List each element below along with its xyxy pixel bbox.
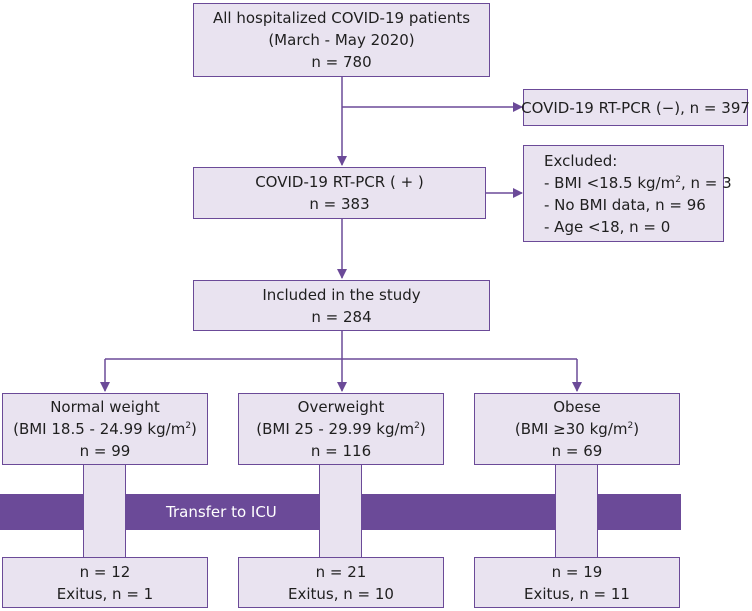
obese-bmi-sup: 2 [627,421,634,431]
overweight-outcome-icu: n = 21 [315,562,367,581]
obese-box: Obese (BMI ≥30 kg/m2) n = 69 [474,393,680,465]
obese-count: n = 69 [551,442,603,460]
all-patients-period: (March - May 2020) [268,31,415,49]
overweight-box: Overweight (BMI 25 - 29.99 kg/m2) n = 11… [238,393,444,465]
excluded-bmi-suffix: , n = 3 [680,173,732,192]
obese-title: Obese [553,398,601,416]
excluded-box: Excluded: - BMI <18.5 kg/m2, n = 3 - No … [523,145,732,242]
obese-outcome-icu: n = 19 [551,562,603,581]
all-patients-title: All hospitalized COVID-19 patients [212,9,471,27]
obese-bmi: (BMI ≥30 kg/m2) [515,418,639,440]
normal-weight-count: n = 99 [79,442,131,460]
overweight-title: Overweight [297,398,385,416]
obese-outcome-box: n = 19 Exitus, n = 11 [474,557,680,608]
included-count: n = 284 [311,307,372,326]
pcr-positive-title: COVID-19 RT-PCR ( + ) [255,173,424,191]
overweight-bmi-sup: 2 [414,421,420,431]
excluded-bmi: - BMI <18.5 kg/m2, n = 3 [544,172,732,194]
overweight-outcome-exitus: Exitus, n = 10 [288,584,394,603]
obese-stem [555,464,598,558]
overweight-stem [319,464,362,558]
normal-outcome-icu: n = 12 [79,562,131,581]
included-box: Included in the study n = 284 [193,280,490,331]
normal-weight-bmi-sup: 2 [185,421,192,431]
excluded-no-bmi: - No BMI data, n = 96 [544,195,706,214]
overweight-outcome-box: n = 21 Exitus, n = 10 [238,557,444,608]
normal-outcome-box: n = 12 Exitus, n = 1 [2,557,208,608]
pcr-positive-box: COVID-19 RT-PCR ( + ) n = 383 [193,167,486,219]
all-patients-box: All hospitalized COVID-19 patients (Marc… [193,3,490,77]
all-patients-count: n = 780 [311,53,372,71]
normal-stem [83,464,126,558]
normal-weight-bmi-suffix: ) [191,420,197,438]
overweight-bmi-suffix: ) [419,420,426,438]
obese-bmi-prefix: (BMI ≥30 kg/m [514,420,628,438]
icu-transfer-label: Transfer to ICU [166,503,277,521]
excluded-bmi-prefix: - BMI <18.5 kg/m [544,173,676,192]
overweight-bmi: (BMI 25 - 29.99 kg/m2) [256,418,426,440]
normal-weight-bmi-prefix: (BMI 18.5 - 24.99 kg/m [13,420,186,438]
excluded-title: Excluded: [544,151,618,170]
obese-bmi-suffix: ) [633,420,640,438]
overweight-bmi-prefix: (BMI 25 - 29.99 kg/m [256,420,415,438]
excluded-age: - Age <18, n = 0 [544,217,671,236]
normal-weight-box: Normal weight (BMI 18.5 - 24.99 kg/m2) n… [2,393,208,465]
pcr-positive-count: n = 383 [309,195,370,213]
normal-weight-bmi: (BMI 18.5 - 24.99 kg/m2) [13,418,197,440]
overweight-count: n = 116 [310,442,372,460]
excluded-bmi-sup: 2 [675,174,681,185]
normal-weight-title: Normal weight [50,398,160,416]
included-title: Included in the study [262,285,421,304]
obese-outcome-exitus: Exitus, n = 11 [524,584,630,603]
normal-outcome-exitus: Exitus, n = 1 [56,584,154,603]
pcr-negative-box: COVID-19 RT-PCR (−), n = 397 [521,89,750,126]
pcr-negative-text: COVID-19 RT-PCR (−), n = 397 [521,98,750,117]
